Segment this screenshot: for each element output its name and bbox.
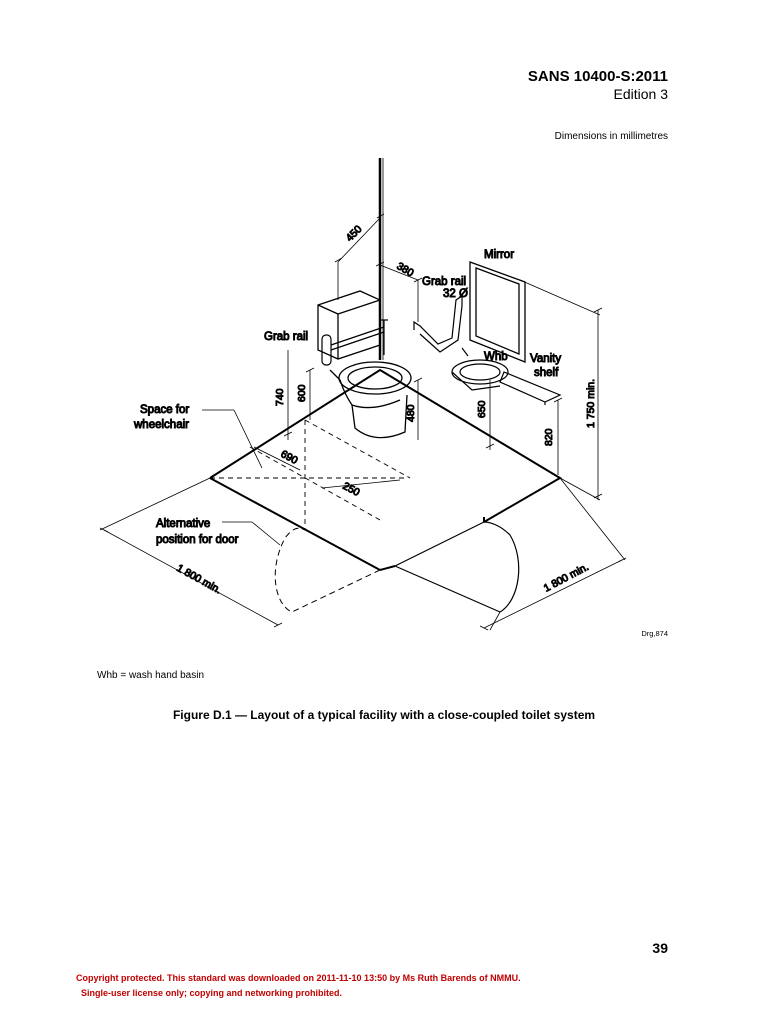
whb-label: Whb bbox=[484, 351, 508, 363]
dimension-lines bbox=[99, 213, 627, 631]
grab-rail-right-label: Grab rail bbox=[422, 276, 466, 288]
mirror bbox=[469, 261, 526, 363]
dim-250: 250 bbox=[341, 480, 362, 499]
figure-caption: Figure D.1 — Layout of a typical facilit… bbox=[172, 708, 596, 722]
toilet-pan bbox=[329, 361, 412, 439]
vanity-label-1: Vanity bbox=[530, 353, 561, 365]
legend-note: Whb = wash hand basin bbox=[97, 670, 205, 681]
dimensions-note: Dimensions in millimetres bbox=[554, 131, 668, 142]
dim-380: 380 bbox=[395, 260, 416, 279]
right-grab-rail bbox=[413, 294, 463, 353]
grab-rail-left bbox=[321, 319, 388, 366]
space-label-2: wheelchair bbox=[133, 419, 189, 431]
standard-title: SANS 10400-S:2011 bbox=[527, 68, 668, 85]
page-number: 39 bbox=[652, 940, 668, 956]
dim-450: 450 bbox=[344, 223, 365, 244]
vanity-shelf bbox=[499, 371, 562, 405]
vanity-label-2: shelf bbox=[534, 367, 559, 379]
edition-label: Edition 3 bbox=[613, 86, 668, 102]
cistern bbox=[317, 290, 381, 360]
dim-1800-right: 1 800 min. bbox=[542, 561, 591, 595]
alt-door-label-1: Alternative bbox=[156, 518, 210, 530]
dim-480: 480 bbox=[405, 404, 417, 422]
dim-820: 820 bbox=[543, 428, 555, 446]
mirror-label: Mirror bbox=[484, 249, 514, 261]
floor-outline bbox=[209, 368, 562, 571]
dim-600: 600 bbox=[296, 384, 308, 402]
dim-690: 690 bbox=[279, 448, 300, 467]
drawing-reference: Drg,874 bbox=[641, 629, 668, 638]
dim-1800-left: 1 800 min. bbox=[175, 562, 224, 596]
alt-door-swing bbox=[274, 527, 381, 613]
wheelchair-space bbox=[210, 419, 411, 530]
copyright-line-2: Single-user license only; copying and ne… bbox=[81, 988, 343, 998]
dim-740: 740 bbox=[274, 388, 286, 406]
space-label-1: Space for bbox=[140, 404, 189, 416]
dim-650: 650 bbox=[476, 400, 488, 418]
grab-rail-left-label: Grab rail bbox=[264, 331, 308, 343]
door-swing bbox=[394, 521, 520, 613]
dim-1750: 1 750 min. bbox=[585, 379, 597, 428]
alt-door-label-2: position for door bbox=[156, 534, 239, 546]
copyright-line-1: Copyright protected. This standard was d… bbox=[76, 973, 521, 983]
grab-rail-diameter-label: 32 Ø bbox=[443, 288, 468, 300]
wash-hand-basin bbox=[451, 347, 509, 391]
